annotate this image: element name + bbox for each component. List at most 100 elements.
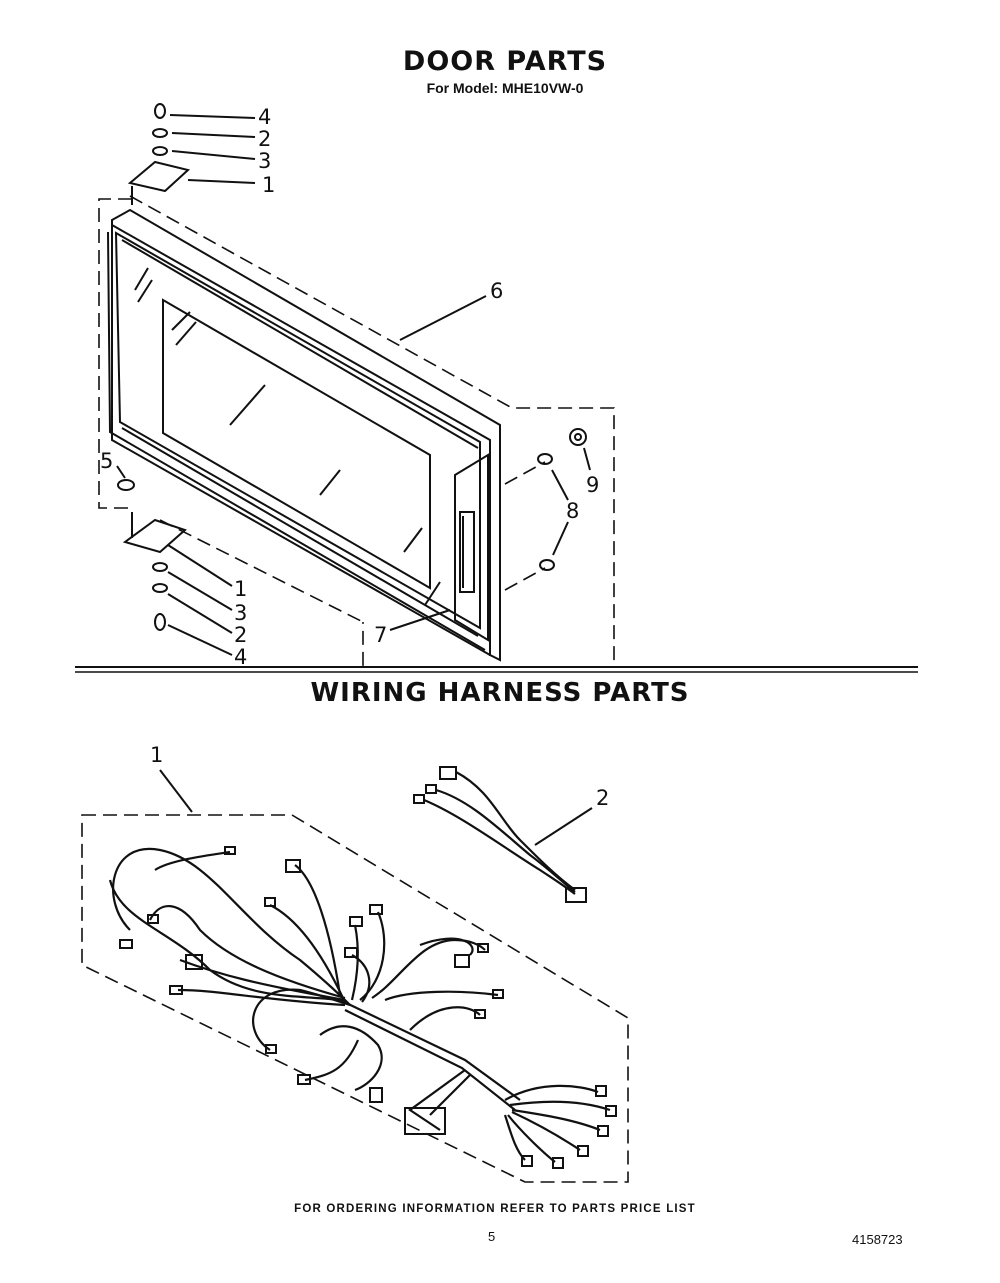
- callout-screw-8: 8: [566, 499, 579, 523]
- hinge-plate-top: [127, 160, 191, 193]
- connector-block: [454, 954, 470, 968]
- callout-harness-1: 1: [150, 743, 163, 767]
- leader-top-3: [171, 150, 256, 160]
- hinge-bushing-5: [117, 479, 135, 491]
- connector-plug: [285, 859, 301, 873]
- wiring-harness-title: WIRING HARNESS PARTS: [310, 678, 690, 708]
- terminal: [344, 947, 358, 958]
- terminal: [119, 939, 133, 949]
- door-exploded-view: 4 2 3 1 6 5 9 8 7 1 3 2 4: [98, 103, 615, 669]
- document-number: 4158723: [852, 1232, 903, 1247]
- terminal: [521, 1155, 533, 1167]
- door-assembly: [107, 208, 501, 662]
- door-outer-edge: [107, 231, 486, 651]
- terminal: [477, 943, 489, 953]
- terminal: [595, 1085, 607, 1097]
- terminal: [577, 1145, 589, 1157]
- assembly-outline-right: [129, 195, 615, 668]
- screw-8-lower: [539, 559, 555, 571]
- connector-housing: [404, 1107, 446, 1135]
- terminal: [369, 904, 383, 915]
- door-panel: [114, 231, 481, 630]
- leader-bottom-3: [167, 571, 233, 611]
- door-frame: [111, 208, 501, 662]
- callout-bottom-2: 2: [234, 623, 247, 647]
- nut-9: [569, 428, 587, 446]
- leader-bottom-4: [167, 624, 233, 656]
- choke-seal-top: [121, 239, 479, 449]
- callout-seal-7: 7: [374, 623, 387, 647]
- terminal: [597, 1125, 609, 1137]
- leader-harness-2: [534, 807, 593, 846]
- terminal: [605, 1105, 617, 1117]
- assembly-outline-bottom: [159, 519, 364, 623]
- door-parts-title: DOOR PARTS: [402, 46, 608, 77]
- terminal: [369, 1087, 383, 1103]
- leader-6: [399, 295, 487, 341]
- screw-8-upper: [537, 453, 553, 465]
- callout-door-6: 6: [490, 279, 503, 303]
- screw-top: [154, 103, 166, 119]
- harness-outline: [81, 814, 629, 1183]
- terminal: [413, 794, 425, 804]
- model-line: For Model: MHE10VW-0: [426, 80, 584, 96]
- page-number: 5: [488, 1229, 496, 1244]
- callout-bottom-1: 1: [234, 577, 247, 601]
- harness-terminals: [119, 846, 617, 1169]
- callout-top-4: 4: [258, 105, 271, 129]
- terminal: [474, 1009, 486, 1019]
- terminal: [425, 784, 437, 794]
- leader-8b: [552, 521, 569, 556]
- connector-end: [565, 887, 587, 903]
- terminal: [492, 989, 504, 999]
- small-harness: [413, 766, 593, 903]
- leader-7: [389, 609, 451, 631]
- spacer-bottom: [152, 562, 168, 572]
- ordering-note: FOR ORDERING INFORMATION REFER TO PARTS …: [294, 1203, 696, 1215]
- spacer-top: [152, 146, 168, 156]
- leader-8a: [551, 469, 569, 501]
- bottom-hinge-hardware: [122, 512, 233, 656]
- top-hinge-hardware: [127, 103, 256, 205]
- door-latch-panel: [454, 453, 489, 642]
- main-harness: [108, 847, 611, 1163]
- screw-bottom: [154, 613, 166, 631]
- choke-seal-bottom: [121, 427, 479, 637]
- terminal: [169, 985, 183, 995]
- glass-reflection: [134, 267, 441, 606]
- terminal: [224, 846, 236, 855]
- callout-bottom-3: 3: [234, 601, 247, 625]
- leader-bottom-1: [167, 544, 233, 587]
- leader-harness-1: [159, 769, 193, 813]
- callout-nut-9: 9: [586, 473, 599, 497]
- callout-top-1: 1: [262, 173, 275, 197]
- leader-top-2: [171, 132, 256, 138]
- callout-top-2: 2: [258, 127, 271, 151]
- screw-path-upper: [504, 461, 546, 485]
- door-handle-slot: [459, 511, 475, 593]
- assembly-outline-left: [98, 198, 132, 509]
- washer-bottom: [152, 583, 168, 593]
- callout-top-3: 3: [258, 149, 271, 173]
- terminal: [265, 1044, 277, 1054]
- leader-top-4: [169, 114, 256, 119]
- hinge-plate-bottom: [122, 518, 187, 554]
- terminal: [552, 1157, 564, 1169]
- terminal: [349, 916, 363, 927]
- side-hardware: [504, 428, 591, 591]
- leader-9: [583, 447, 591, 471]
- leader-top-1: [187, 179, 256, 184]
- callout-bottom-4: 4: [234, 645, 247, 669]
- screw-path-lower: [504, 567, 546, 591]
- connector-block: [185, 954, 203, 970]
- callout-hinge-5: 5: [100, 449, 113, 473]
- door-front-edge: [111, 224, 491, 656]
- leader-5: [116, 465, 126, 479]
- connector-small: [439, 766, 457, 780]
- leader-bottom-2: [167, 593, 233, 634]
- terminal: [297, 1074, 311, 1085]
- terminal: [147, 914, 159, 924]
- terminal: [264, 897, 276, 907]
- wiring-harness-view: 1 2: [81, 743, 629, 1183]
